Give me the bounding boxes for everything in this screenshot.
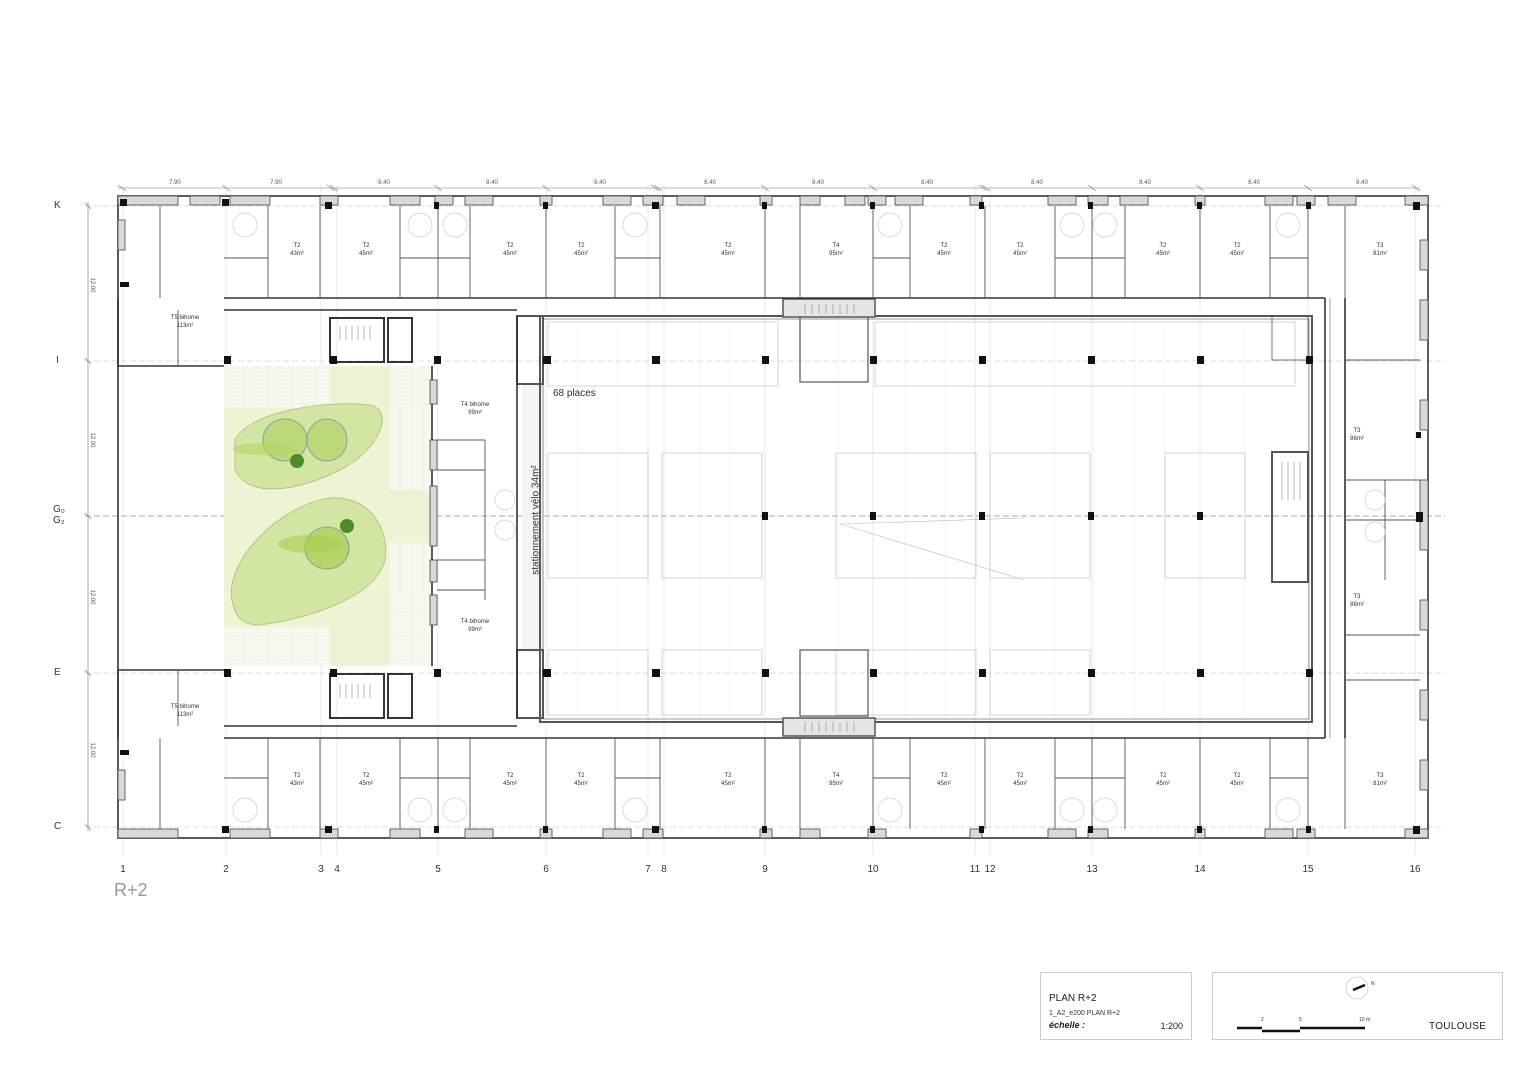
level-label: R+2 [114,880,148,900]
dimension-label: 8.40 [594,180,606,186]
grid-column-label: 4 [334,864,340,875]
dimension-label: 8.40 [921,180,933,186]
plan-title: PLAN R+2 [1049,993,1097,1004]
dimension-label: 8.40 [812,180,824,186]
grid-column-label: 7 [645,864,651,875]
location-block: N 2 5 10 m TOULOUSE [1212,972,1503,1040]
title-block: PLAN R+2 1_A2_e200 PLAN R+2 échelle : 1:… [1040,972,1192,1040]
scalebar-tick: 5 [1299,1017,1302,1023]
grid-row-label: G₀ [53,504,65,515]
grid-column-label: 12 [984,864,996,875]
dimension-label: 8.40 [1356,180,1368,186]
grid-column-label: 2 [223,864,229,875]
structural-columns [120,199,1423,834]
dimension-label: 7.90 [270,180,282,186]
grid-column-label: 11 [969,864,981,875]
bike-parking-label: stationnement vélo 34m² [530,465,542,575]
grid-column-label: 15 [1302,864,1314,875]
grid-row-label: I [56,355,59,366]
grid-column-label: 16 [1409,864,1421,875]
grid-column-label: 8 [661,864,667,875]
dimension-label: 8.40 [704,180,716,186]
grid-row-label: E [54,667,61,678]
dimension-label: 12.00 [89,277,95,293]
grid-column-label: 14 [1194,864,1206,875]
dimension-label: 12.00 [89,589,95,605]
grid-column-label: 6 [543,864,549,875]
scale-value: 1:200 [1160,1021,1183,1031]
grid-row-label: C [54,821,62,832]
dimension-label: 8.40 [486,180,498,186]
dimension-label: 8.40 [378,180,390,186]
dimension-label: 12.00 [89,742,95,758]
grid-column-label: 1 [120,864,126,875]
city-label: TOULOUSE [1429,1021,1487,1032]
dimension-label: 7.90 [169,180,181,186]
scale-bar [1237,1026,1365,1033]
grid-column-label: 5 [435,864,441,875]
grid-column-label: 3 [318,864,324,875]
grid-row-label: G₂ [53,515,65,526]
dimension-label: 8.40 [1139,180,1151,186]
grid-row-label: K [54,200,61,211]
bike-parking-area [522,384,544,652]
scale-label: échelle : [1049,1020,1086,1030]
grid-column-label: 9 [762,864,768,875]
scalebar-tick: 10 m [1359,1017,1371,1023]
grid-column-label: 13 [1086,864,1098,875]
dimension-label: 8.40 [1248,180,1260,186]
grid-column-label: 10 [867,864,879,875]
parking-places-label: 68 places [553,388,596,399]
courtyard-garden [224,366,432,666]
parking-hall [516,298,1313,737]
plan-file-name: 1_A2_e200 PLAN R+2 [1049,1010,1121,1017]
scalebar-tick: 2 [1261,1017,1264,1023]
north-label: N [1371,981,1375,987]
dimension-label: 12.00 [89,432,95,448]
north-arrow-icon [1345,976,1369,1000]
dimension-label: 8.40 [1031,180,1043,186]
